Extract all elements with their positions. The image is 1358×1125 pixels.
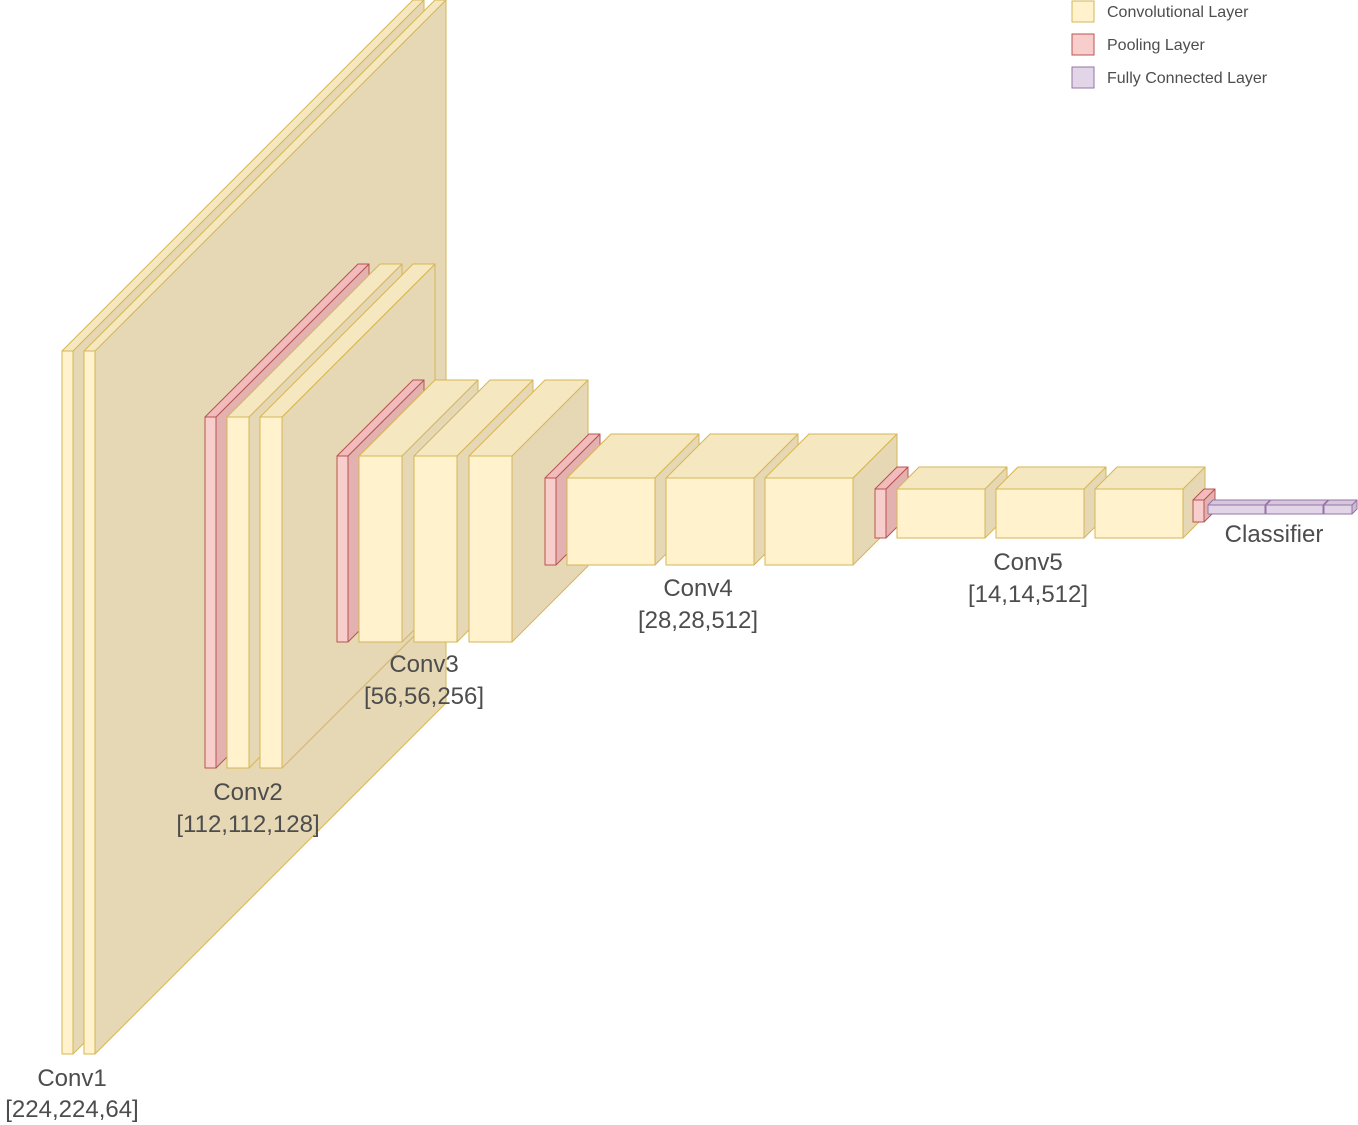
- conv5-label: Conv5: [993, 549, 1062, 576]
- conv4-block-3-front: [764, 477, 854, 566]
- conv4-block-1-front: [566, 477, 656, 566]
- fc-block-3: [1323, 499, 1358, 515]
- fc-block-2-front: [1265, 504, 1324, 515]
- conv1-dims: [224,224,64]: [5, 1096, 138, 1123]
- conv2-block-1-front: [226, 416, 250, 769]
- fc-block-2: [1265, 499, 1329, 515]
- conv5-pool-block-front: [874, 488, 887, 539]
- conv5-block-1-front: [896, 488, 986, 539]
- legend-swatch-conv: [1071, 0, 1095, 23]
- conv5-block-2: [995, 466, 1107, 539]
- conv3-block-3-front: [468, 455, 513, 643]
- fc-block-1-front: [1207, 504, 1266, 515]
- conv5-block-3: [1094, 466, 1206, 539]
- fc-block-1: [1207, 499, 1271, 515]
- conv4-block-2-front: [665, 477, 755, 566]
- conv5-block-1: [896, 466, 1008, 539]
- conv1-label: Conv1: [37, 1065, 106, 1092]
- conv3-label: Conv3: [389, 651, 458, 678]
- conv3-block-1-front: [358, 455, 403, 643]
- fc-block-1-top: [1207, 499, 1271, 506]
- conv5-block-3-front: [1094, 488, 1184, 539]
- legend: Convolutional Layer Pooling Layer Fully …: [1071, 0, 1268, 89]
- legend-label-fc: Fully Connected Layer: [1107, 70, 1268, 87]
- conv1-block-1-front: [61, 350, 74, 1055]
- legend-label-conv: Convolutional Layer: [1107, 4, 1249, 21]
- layer-blocks: [61, 0, 1358, 1055]
- conv3-dims: [56,56,256]: [364, 683, 484, 710]
- conv5-dims: [14,14,512]: [968, 581, 1088, 608]
- fc-block-2-top: [1265, 499, 1329, 506]
- conv4-dims: [28,28,512]: [638, 607, 758, 634]
- legend-label-pool: Pooling Layer: [1107, 37, 1206, 54]
- legend-swatch-fc: [1071, 66, 1095, 89]
- conv4-pool-block-front: [544, 477, 557, 566]
- conv3-pool-block-front: [336, 455, 349, 643]
- conv2-dims: [112,112,128]: [176, 811, 319, 838]
- fc-block-3-top: [1323, 499, 1358, 506]
- conv2-label: Conv2: [213, 779, 282, 806]
- classifier-label: Classifier: [1225, 521, 1324, 548]
- legend-swatch-pool: [1071, 33, 1095, 56]
- classifier-pool-block-front: [1192, 499, 1205, 523]
- conv5-block-2-front: [995, 488, 1085, 539]
- conv2-block-2-front: [259, 416, 283, 769]
- conv4-label: Conv4: [663, 575, 732, 602]
- conv2-pool-block-front: [204, 416, 217, 769]
- conv1-block-2-front: [83, 350, 96, 1055]
- conv3-block-2-front: [413, 455, 458, 643]
- fc-block-3-front: [1323, 504, 1353, 515]
